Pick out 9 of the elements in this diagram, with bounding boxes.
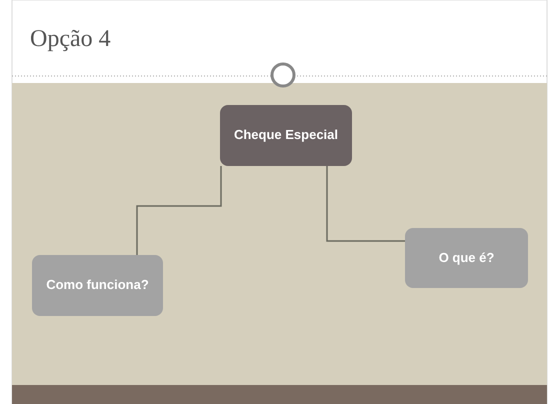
node-box: [32, 255, 163, 316]
node-box: [220, 105, 352, 166]
title: Opção 4: [30, 26, 111, 53]
connector-line: [136, 166, 222, 255]
node-box: [405, 228, 528, 288]
node-label: O que é?: [438, 250, 494, 266]
node-label: Como funciona?: [46, 277, 149, 294]
connector-line: [326, 166, 405, 242]
node-label: Cheque Especial: [234, 127, 338, 144]
